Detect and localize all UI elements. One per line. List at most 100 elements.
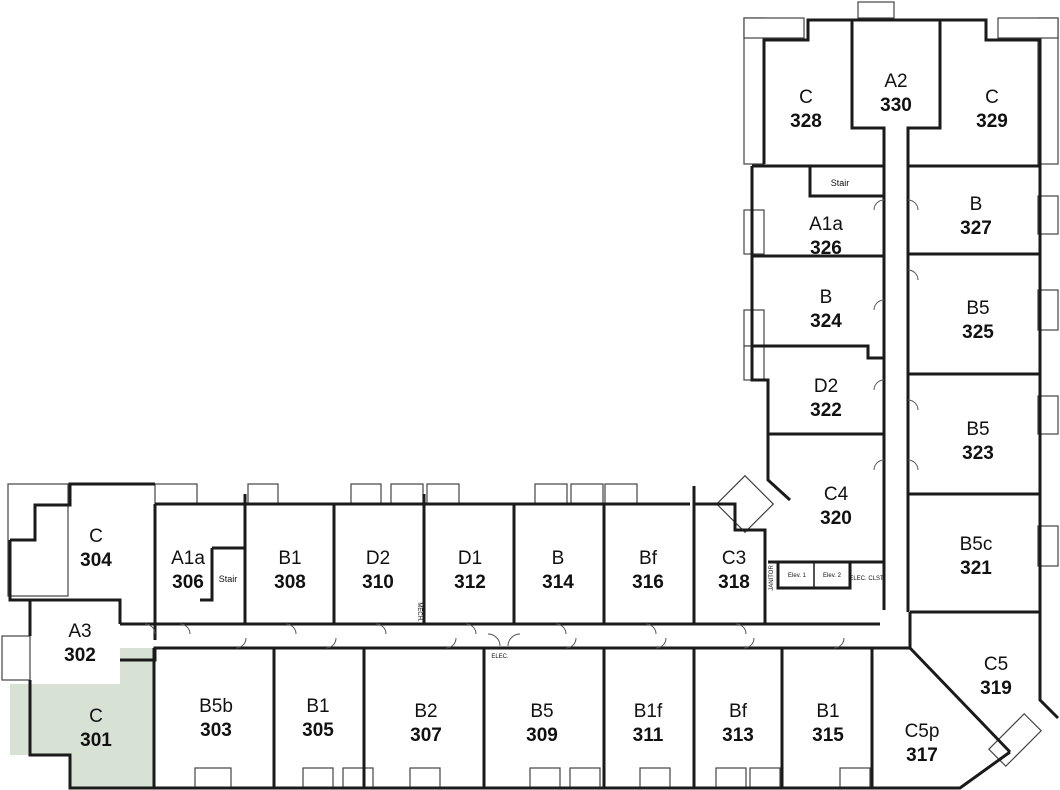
unit-number-label: 327: [960, 218, 992, 239]
unit-type-label: Bf: [729, 701, 748, 722]
unit-number-label: 309: [526, 725, 558, 746]
unit-number-label: 318: [718, 572, 750, 593]
unit-329[interactable]: C 329: [976, 87, 1008, 132]
unit-327[interactable]: B 327: [960, 194, 992, 239]
unit-number-label: 307: [410, 725, 442, 746]
unit-number-label: 316: [632, 572, 664, 593]
unit-type-label: B5: [966, 298, 989, 319]
unit-type-label: B2: [414, 701, 437, 722]
unit-type-label: C: [985, 87, 999, 108]
unit-type-label: B: [970, 194, 983, 215]
unit-number-label: 315: [812, 725, 844, 746]
stair-north-label: Stair: [831, 178, 850, 188]
unit-type-label: Bf: [639, 548, 658, 569]
unit-number-label: 306: [172, 572, 204, 593]
unit-type-label: B5b: [199, 696, 233, 717]
unit-328[interactable]: C 328: [790, 87, 822, 132]
unit-number-label: 313: [722, 725, 754, 746]
unit-type-label: A3: [68, 621, 91, 642]
unit-number-label: 301: [80, 730, 112, 751]
unit-313[interactable]: Bf 313: [722, 701, 754, 746]
unit-type-label: C5: [984, 654, 1008, 675]
unit-type-label: B: [820, 287, 833, 308]
unit-number-label: 303: [200, 720, 232, 741]
unit-number-label: 314: [542, 572, 574, 593]
unit-number-label: 322: [810, 400, 842, 421]
unit-number-label: 328: [790, 111, 822, 132]
unit-number-label: 329: [976, 111, 1008, 132]
unit-type-label: C: [89, 706, 103, 727]
unit-314[interactable]: B 314: [542, 548, 574, 593]
elec-closet-label: ELEC. CLST.: [849, 576, 885, 582]
unit-labels: C301A3302B5b303C304B1305A1a306B2307B1308…: [64, 71, 1012, 766]
unit-type-label: A1a: [171, 548, 205, 569]
unit-number-label: 324: [810, 311, 842, 332]
stair-west-label: Stair: [219, 574, 238, 584]
unit-316[interactable]: Bf 316: [632, 548, 664, 593]
unit-number-label: 320: [820, 508, 852, 529]
unit-number-label: 310: [362, 572, 394, 593]
janitor-label: JANITOR: [769, 565, 775, 591]
unit-type-label: B5: [966, 419, 989, 440]
unit-type-label: B1f: [634, 701, 663, 722]
unit-type-label: D1: [458, 548, 482, 569]
unit-number-label: 323: [962, 443, 994, 464]
unit-number-label: 325: [962, 322, 994, 343]
unit-type-label: C: [799, 87, 813, 108]
unit-number-label: 317: [906, 745, 938, 766]
walls: [8, 18, 1060, 790]
unit-type-label: C5p: [905, 721, 940, 742]
unit-number-label: 302: [64, 645, 96, 666]
elevator-2-label: Elev. 2: [823, 573, 842, 579]
unit-type-label: D2: [814, 376, 838, 397]
unit-type-label: C3: [722, 548, 746, 569]
unit-number-label: 319: [980, 678, 1012, 699]
unit-304[interactable]: C 304: [80, 526, 112, 571]
unit-type-label: C4: [824, 484, 849, 505]
unit-number-label: 330: [880, 95, 912, 116]
unit-number-label: 308: [274, 572, 306, 593]
unit-type-label: D2: [366, 548, 390, 569]
elec-label: ELEC.: [491, 654, 509, 660]
unit-type-label: A1a: [809, 214, 843, 235]
unit-type-label: B1: [278, 548, 301, 569]
unit-number-label: 321: [960, 558, 992, 579]
unit-number-label: 312: [454, 572, 486, 593]
unit-301[interactable]: C 301: [80, 706, 112, 751]
unit-301-highlight: [10, 648, 154, 788]
unit-number-label: 326: [810, 238, 842, 259]
unit-type-label: B: [552, 548, 565, 569]
unit-number-label: 304: [80, 550, 112, 571]
doors: [144, 199, 919, 649]
unit-324[interactable]: B 324: [810, 287, 842, 332]
unit-type-label: B1: [816, 701, 839, 722]
elevator-1-label: Elev. 1: [788, 573, 807, 579]
unit-type-label: C: [89, 526, 103, 547]
mech-label: MECH.: [416, 602, 422, 622]
unit-type-label: B5c: [960, 534, 993, 555]
unit-type-label: A2: [884, 71, 907, 92]
